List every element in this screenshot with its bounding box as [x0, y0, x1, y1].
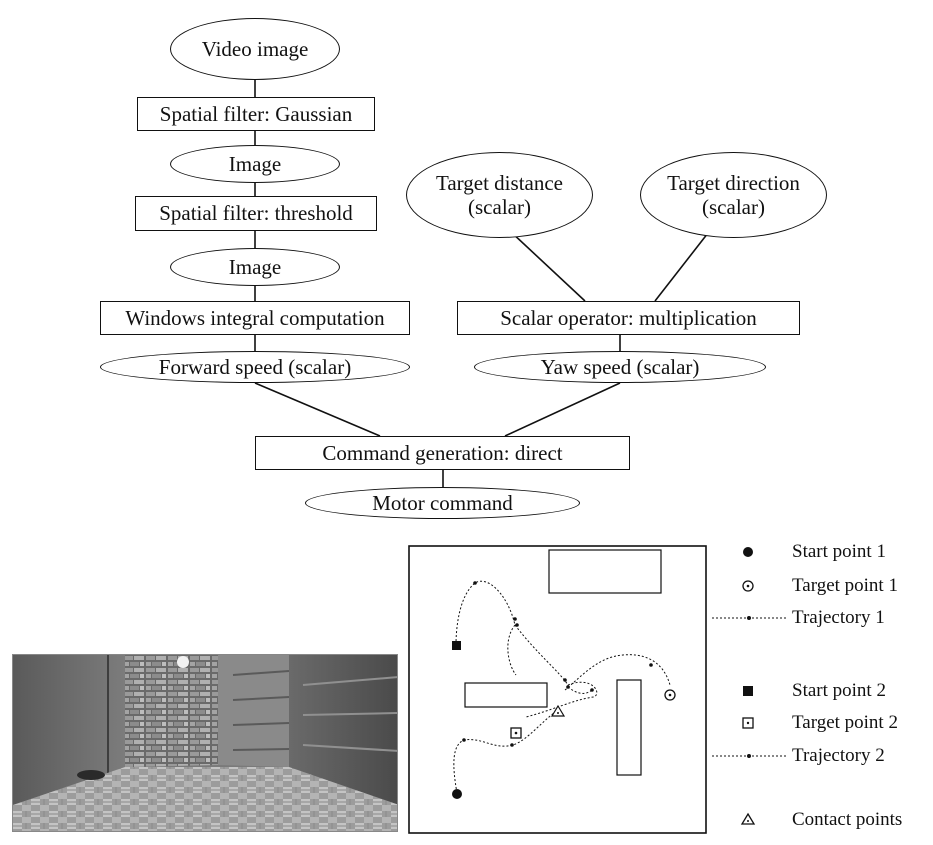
trajectory-1-path-b — [453, 709, 559, 794]
parquet-floor — [13, 767, 397, 831]
node-yaw-speed: Yaw speed (scalar) — [474, 351, 766, 383]
target-distance-unit: (scalar) — [468, 195, 531, 219]
trajectory-map — [408, 545, 707, 834]
trajectory-2-path-c — [567, 686, 593, 694]
filled-circle-icon — [710, 538, 790, 566]
node-spatial-filter-gaussian: Spatial filter: Gaussian — [137, 97, 375, 131]
node-target-direction: Target direction (scalar) — [640, 152, 827, 238]
map-border — [408, 545, 707, 834]
dotted-line-icon — [710, 604, 790, 632]
target-distance-label: Target distance — [435, 170, 563, 195]
dotted-circle-icon — [710, 572, 790, 600]
filled-square-icon — [710, 677, 790, 705]
processing-flowchart: Video image Spatial filter: Gaussian Ima… — [100, 18, 827, 519]
start-point-2-marker — [452, 641, 461, 650]
legend-start-point-2: Start point 2 — [710, 677, 886, 705]
simulated-camera-view — [12, 654, 398, 832]
node-forward-speed: Forward speed (scalar) — [100, 351, 410, 383]
right-wood-wall — [289, 655, 397, 805]
flowchart-connectors — [254, 78, 709, 487]
legend-contact-points-label: Contact points — [792, 809, 903, 830]
node-target-distance: Target distance (scalar) — [406, 152, 593, 238]
node-command-generation: Command generation: direct — [255, 436, 630, 470]
camera-view-illustration — [13, 655, 397, 831]
brick-wall — [125, 655, 218, 767]
node-scalar-operator: Scalar operator: multiplication — [457, 301, 800, 335]
trajectory-1-path-a — [514, 624, 598, 718]
triangle-icon — [710, 806, 790, 834]
legend-target-point-1: Target point 1 — [710, 572, 898, 600]
trajectory-1-path-c — [564, 654, 671, 691]
legend-target-point-1-label: Target point 1 — [792, 575, 898, 596]
obstacle-left — [464, 682, 548, 708]
connector-forward-command — [254, 382, 381, 437]
connector-distance-scalarop — [509, 230, 586, 302]
left-wood-wall — [13, 655, 125, 805]
dotted-line-icon — [710, 742, 790, 770]
node-motor-command: Motor command — [305, 487, 580, 519]
light-source-icon — [177, 656, 189, 668]
legend-trajectory-1-label: Trajectory 1 — [792, 607, 885, 628]
trajectory-2-path-b — [507, 624, 517, 676]
legend-target-point-2: Target point 2 — [710, 709, 898, 737]
obstacle-right — [616, 679, 642, 776]
node-image-2: Image — [170, 248, 340, 286]
obstacle-top — [548, 549, 662, 594]
legend-contact-points: Contact points — [710, 806, 902, 834]
start-point-1-marker — [452, 789, 462, 799]
legend-start-point-1-label: Start point 1 — [792, 541, 886, 562]
legend-trajectory-2-label: Trajectory 2 — [792, 745, 885, 766]
target-direction-unit: (scalar) — [702, 195, 765, 219]
dotted-square-icon — [710, 709, 790, 737]
target-direction-label: Target direction — [667, 170, 800, 195]
node-spatial-filter-threshold: Spatial filter: threshold — [135, 196, 377, 231]
floor-object — [77, 770, 105, 780]
connector-direction-scalarop — [654, 232, 709, 302]
legend-start-point-1: Start point 1 — [710, 538, 886, 566]
node-windows-integral: Windows integral computation — [100, 301, 410, 335]
legend-trajectory-1: Trajectory 1 — [710, 604, 885, 632]
legend-trajectory-2: Trajectory 2 — [710, 742, 885, 770]
connector-yaw-command — [504, 382, 621, 437]
legend-target-point-2-label: Target point 2 — [792, 712, 898, 733]
legend-start-point-2-label: Start point 2 — [792, 680, 886, 701]
node-video-image: Video image — [170, 18, 340, 80]
middle-wood-wall — [218, 655, 289, 767]
node-image-1: Image — [170, 145, 340, 183]
contact-point-marker — [550, 704, 566, 717]
